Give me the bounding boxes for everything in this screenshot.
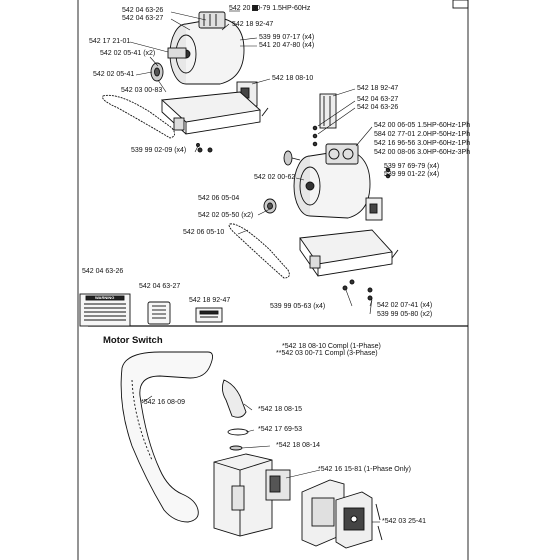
label-542-18-08-14: *542 18 08-14 <box>276 442 320 449</box>
label-539-97-69-79: 539 97 69-79 (x4) <box>384 163 440 170</box>
label-584-02-77-01: 584 02 77-01 2.0HP-50Hz-1Ph <box>374 131 471 138</box>
label-542-16-96-56: 542 16 96-56 3.0HP-60Hz-1Ph <box>374 140 471 147</box>
center-pulley-and-belt <box>228 198 290 279</box>
label-542-02-07-41: 542 02 07-41 (x4) <box>377 302 433 309</box>
label-542-04-63-26-right: 542 04 63-26 <box>357 104 399 111</box>
label-542-18-08-10: 542 18 08-10 <box>272 75 314 82</box>
label-542-02-00-62: 542 02 00-62 <box>254 174 296 181</box>
label-542-18-92-47-right: 542 18 92-47 <box>357 85 399 92</box>
label-542-03-00-83: 542 03 00-83 <box>121 87 163 94</box>
label-542-02-05-41-x2: 542 02 05-41 (x2) <box>100 50 156 57</box>
right-motor-assembly <box>283 93 399 301</box>
label-542-00-06-05: 542 00 06-05 1.5HP-60Hz-1Ph <box>374 122 471 129</box>
label-542-03-25-41: *542 03 25-41 <box>382 518 426 525</box>
label-539-99-01-22: 539 99 01-22 (x4) <box>384 171 440 178</box>
label-541-20-47-80: 541 20 47-80 (x4) <box>259 42 315 49</box>
label-542-04-63-27-top: 542 04 63-27 <box>122 15 164 22</box>
label-542-18-92-47-decal: 542 18 92-47 <box>189 297 231 304</box>
decal-warning-text: WARNING <box>95 295 115 300</box>
label-542-04-63-27-decal: 542 04 63-27 <box>139 283 181 290</box>
label-542-00-08-06: 542 00 08-06 3.0HP-60Hz-3Ph <box>374 149 471 156</box>
label-542-04-63-26-decal: 542 04 63-26 <box>82 268 124 275</box>
label-539-99-02-09: 539 99 02-09 (x4) <box>131 147 187 154</box>
upper-left-motor-assembly <box>102 11 269 153</box>
kit-note-1-phase: *542 18 08-10 Compl (1-Phase) <box>282 343 381 350</box>
cert-symbol-icon <box>252 5 258 11</box>
label-542-04-63-27-right: 542 04 63-27 <box>357 96 399 103</box>
kit-note-3-phase: **542 03 00-71 Compl (3-Phase) <box>276 350 378 357</box>
leader-lines <box>129 10 391 523</box>
label-542-02-05-41: 542 02 05-41 <box>93 71 135 78</box>
label-542-04-63-26-top: 542 04 63-26 <box>122 7 164 14</box>
label-542-16-08-09: *542 16 08-09 <box>141 399 185 406</box>
decal-panels <box>79 293 223 327</box>
label-542-17-21-01: 542 17 21-01 <box>89 38 131 45</box>
label-539-99-05-63: 539 99 05-63 (x4) <box>270 303 326 310</box>
label-542-17-69-53: *542 17 69-53 <box>258 426 302 433</box>
motor-switch-title: Motor Switch <box>103 335 163 346</box>
motor-switch-assembly <box>120 351 383 549</box>
label-542-06-05-04: 542 06 05-04 <box>198 195 240 202</box>
label-542-02-05-50: 542 02 05-50 (x2) <box>198 212 254 219</box>
label-542-20-30-79: 542 20 30-79 1.5HP-60Hz <box>229 5 311 12</box>
label-542-18-92-47-top: 542 18 92-47 <box>232 21 274 28</box>
label-542-06-05-10: 542 06 05-10 <box>183 229 225 236</box>
corner-tab-box <box>452 0 469 9</box>
label-539-99-07-17: 539 99 07-17 (x4) <box>259 34 315 41</box>
label-539-99-05-80: 539 99 05-80 (x2) <box>377 311 433 318</box>
label-542-16-15-81: *542 16 15-81 (1-Phase Only) <box>318 466 411 473</box>
label-542-18-08-15: *542 18 08-15 <box>258 406 302 413</box>
